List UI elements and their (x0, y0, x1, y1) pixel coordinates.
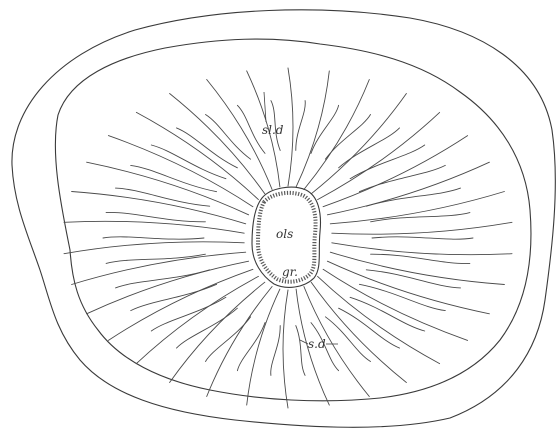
lobule-septum (332, 243, 512, 255)
lobule-duct (271, 326, 280, 376)
label-ols: ols (276, 227, 293, 241)
lobule-duct (206, 317, 251, 362)
lobule-duct (151, 145, 226, 179)
lobule-duct (237, 323, 265, 371)
lobule-duct (311, 105, 339, 153)
lobule-duct (106, 254, 205, 263)
lobule-septum (64, 221, 244, 233)
lobule-septum (170, 282, 265, 382)
lobule-septum (304, 80, 369, 190)
lobule-septum (108, 136, 253, 207)
label-sd: s.d (308, 337, 326, 351)
lobule-duct (325, 115, 370, 160)
lobule-septum (288, 68, 293, 186)
label-sld: sl.d (262, 123, 284, 137)
lobule-duct (103, 237, 204, 239)
lobule-septum (332, 222, 512, 234)
lobule-septum (64, 242, 244, 254)
lobule-duct (372, 237, 473, 239)
lobule-duct (350, 297, 425, 331)
lobule-septum (323, 269, 468, 340)
lobule-septum (323, 136, 468, 207)
lobule-duct (106, 212, 205, 221)
lobule-duct (371, 213, 470, 222)
lobule-septum (311, 94, 406, 194)
lobule-duct (371, 254, 470, 263)
sd-leader-line (300, 340, 308, 344)
lobule-duct (296, 101, 305, 151)
lobule-septum (108, 269, 253, 340)
lobule-duct (116, 270, 210, 288)
lobule-septum (318, 112, 440, 199)
inner-lobule-outline (55, 39, 531, 401)
lobule-duct (366, 188, 460, 206)
lobule-septum (136, 276, 258, 363)
lobule-septum (207, 287, 272, 397)
lobule-septum (283, 290, 288, 408)
label-gr: gr. (282, 265, 298, 279)
